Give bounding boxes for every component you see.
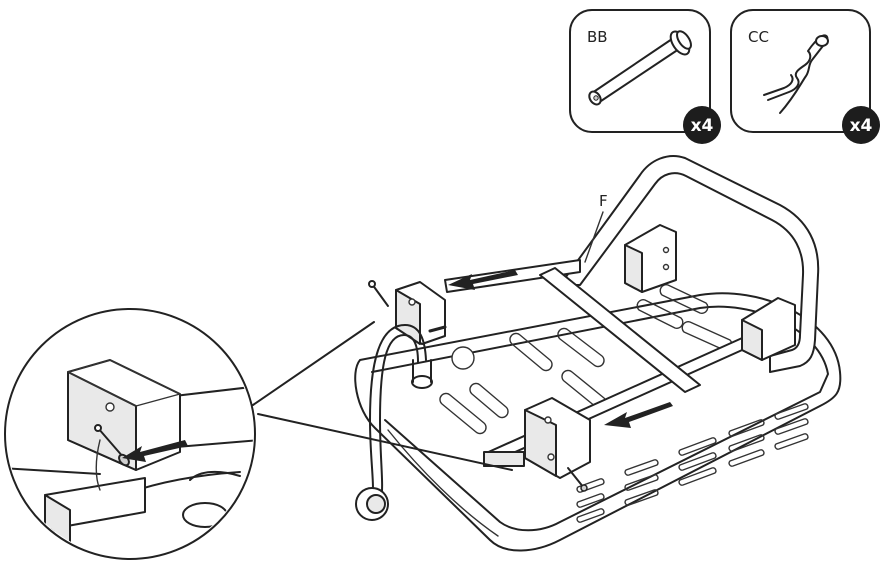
chair-base-assembly: F (355, 156, 840, 551)
part-box-bb: BB x4 (570, 10, 721, 144)
part-box-cc: CC x4 (731, 10, 880, 144)
rear-bracket-left (625, 225, 676, 292)
quantity-cc: x4 (850, 116, 873, 136)
callout-f-label: F (599, 192, 608, 210)
quantity-bb: x4 (691, 116, 714, 136)
part-code-bb: BB (587, 28, 608, 46)
part-code-cc: CC (748, 28, 769, 46)
